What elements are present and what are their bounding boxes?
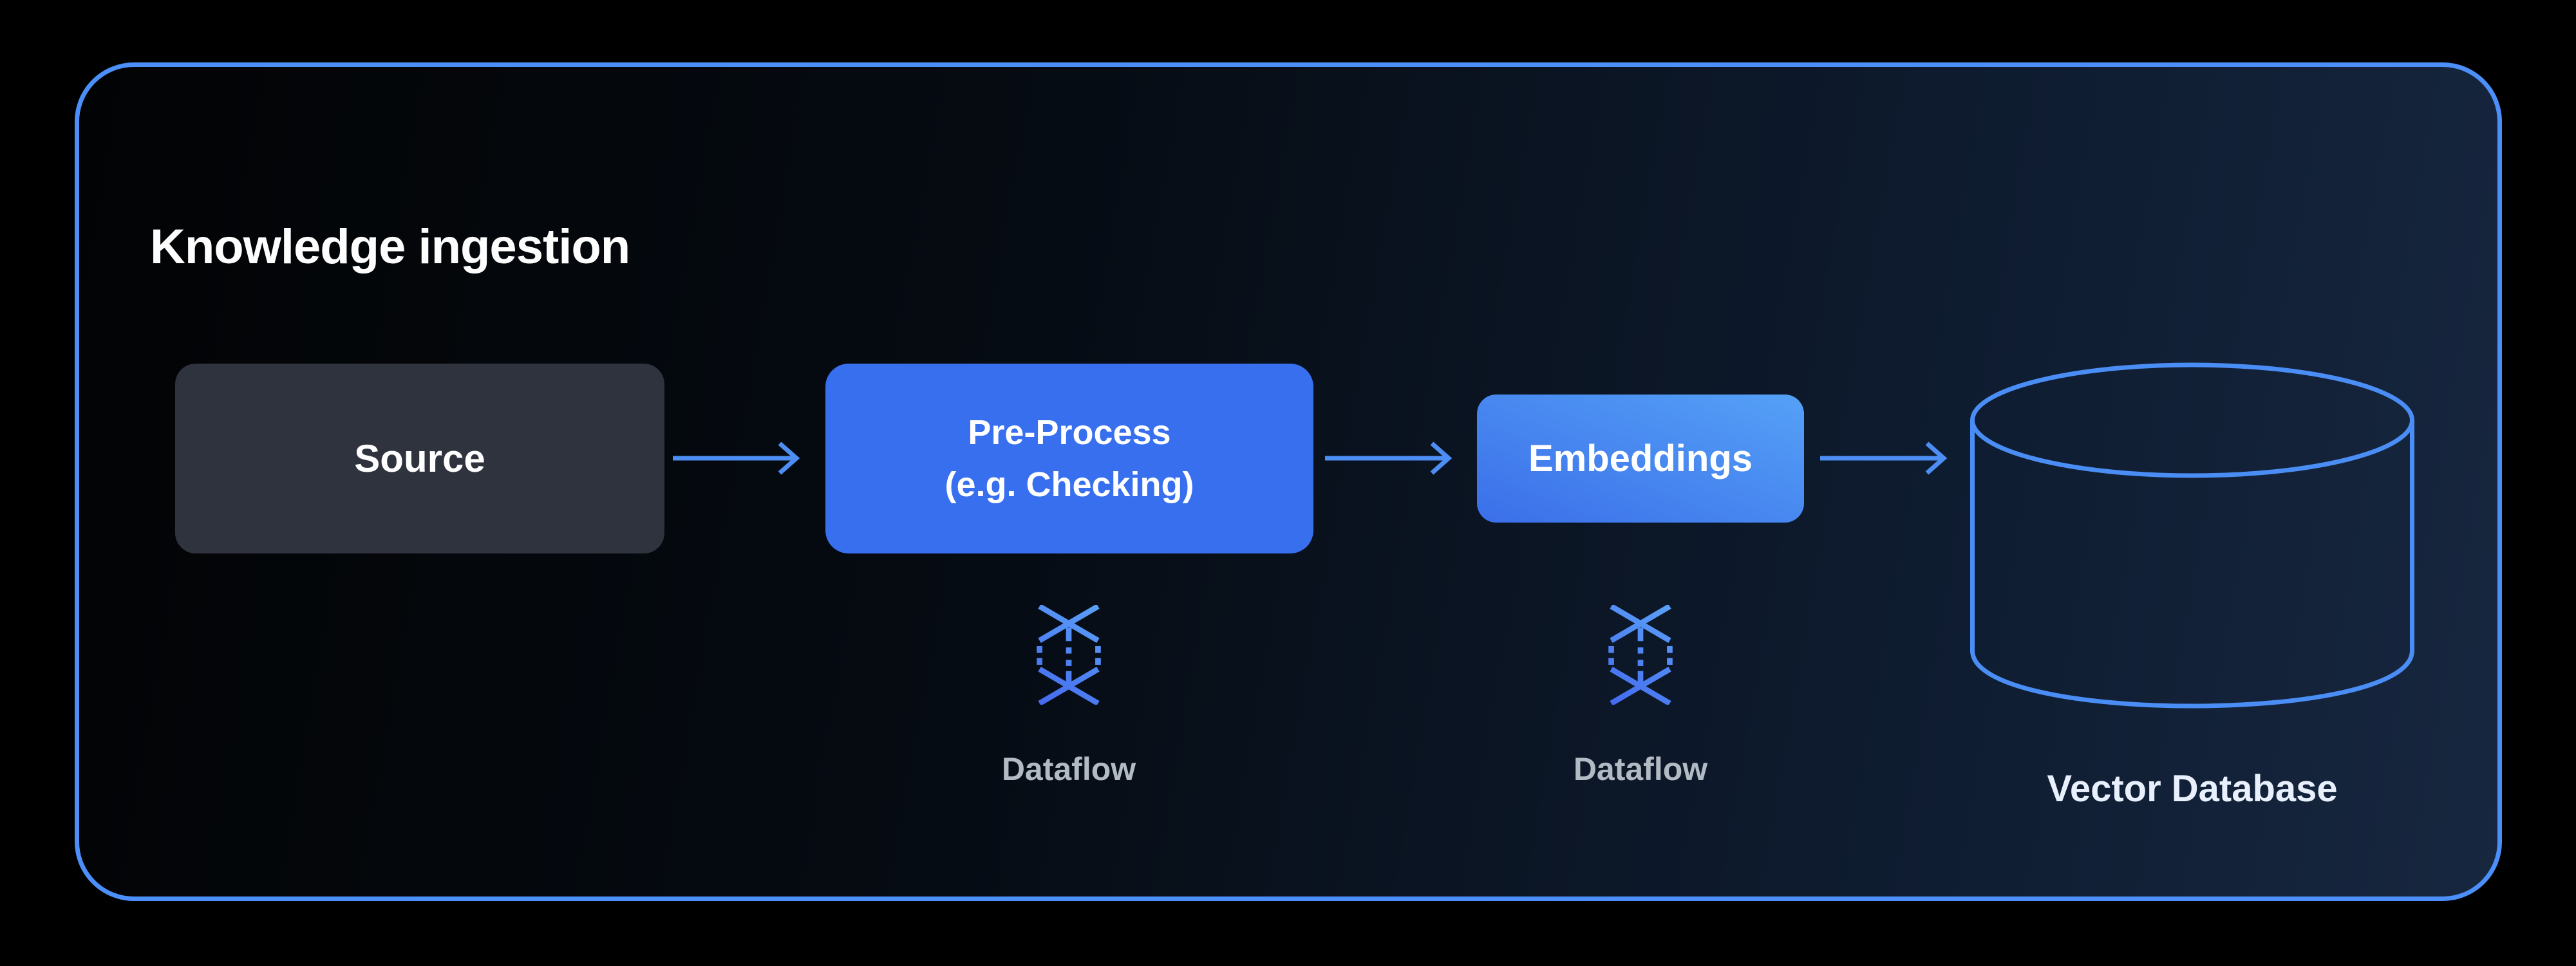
node-preprocess-label-line1: Pre-Process: [968, 413, 1171, 452]
dataflow-annotation-1: Dataflow: [985, 605, 1152, 788]
arrow-right-icon: [673, 441, 800, 475]
arrow-right-icon: [1325, 441, 1453, 475]
node-source-label: Source: [354, 437, 485, 480]
node-vector-db-label: Vector Database: [2047, 768, 2338, 810]
dataflow-label: Dataflow: [1001, 751, 1136, 787]
node-embeddings: Embeddings: [1477, 395, 1804, 523]
dataflow-annotation-2: Dataflow: [1557, 605, 1724, 788]
dataflow-label: Dataflow: [1573, 751, 1708, 787]
node-preprocess-label-line2: (e.g. Checking): [945, 465, 1194, 504]
dataflow-icon: [1037, 605, 1101, 705]
database-cylinder-icon: [1970, 362, 2414, 709]
node-preprocess: Pre-Process (e.g. Checking): [825, 364, 1313, 553]
dataflow-icon: [1608, 605, 1673, 705]
node-embeddings-label: Embeddings: [1528, 438, 1753, 479]
page-title: Knowledge ingestion: [150, 219, 630, 274]
node-source: Source: [175, 364, 664, 553]
arrow-right-icon: [1820, 441, 1948, 475]
